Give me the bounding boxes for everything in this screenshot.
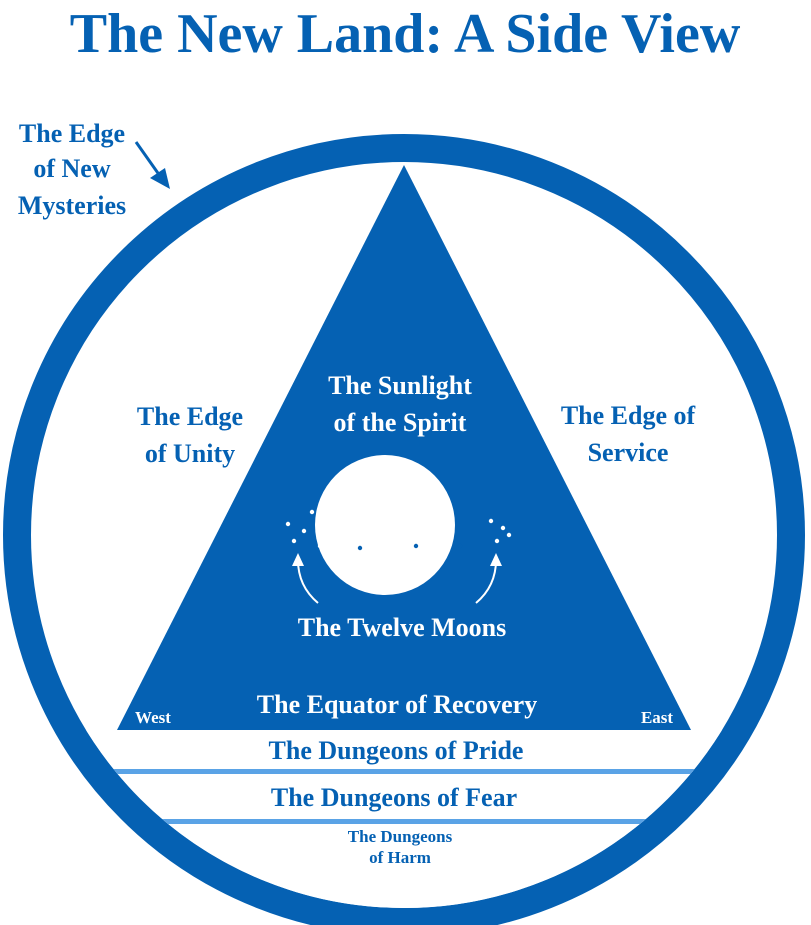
right-arrowhead-icon (490, 553, 502, 566)
moon-dot (317, 543, 323, 549)
triangle-land (117, 165, 691, 730)
moon-dot (457, 543, 463, 549)
moon-dot (301, 528, 307, 534)
mysteries-pointer-line (134, 141, 162, 177)
label-edge-unity-2: of Unity (145, 439, 235, 468)
dungeon-divider-2 (31, 819, 777, 824)
moon-dot (309, 509, 315, 515)
page-title: The New Land: A Side View (70, 3, 741, 65)
label-sunlight-1: The Sunlight (328, 371, 472, 400)
label-edge-service-2: Service (588, 438, 669, 467)
moon-dot (357, 545, 363, 551)
moon-dot (506, 532, 512, 538)
moons-on-sun (357, 543, 463, 551)
moon-dot (291, 538, 297, 544)
moon-dot (413, 543, 419, 549)
label-equator: The Equator of Recovery (257, 690, 537, 719)
moon-dot (494, 538, 500, 544)
mysteries-arrowhead-icon (150, 168, 170, 189)
label-sunlight-2: of the Spirit (334, 408, 467, 437)
label-dungeon-harm-2: of Harm (369, 848, 431, 867)
label-edge-mysteries-1: The Edge (19, 119, 125, 148)
label-dungeon-pride: The Dungeons of Pride (269, 736, 524, 765)
label-twelve-moons: The Twelve Moons (298, 613, 506, 642)
moon-dot (285, 521, 291, 527)
dungeon-divider-1 (31, 769, 777, 774)
label-east: East (641, 708, 673, 727)
label-edge-mysteries-2: of New (33, 154, 110, 183)
twelve-moons (285, 509, 512, 549)
left-arrowhead-icon (292, 553, 304, 566)
label-west: West (135, 708, 171, 727)
label-dungeon-harm-1: The Dungeons (348, 827, 453, 846)
label-edge-service-1: The Edge of (561, 401, 696, 430)
moon-dot (488, 518, 494, 524)
label-edge-unity-1: The Edge (137, 402, 243, 431)
label-edge-mysteries-3: Mysteries (18, 191, 126, 220)
sun-circle (315, 455, 455, 595)
label-dungeon-fear: The Dungeons of Fear (271, 783, 517, 812)
moon-dot (500, 525, 506, 531)
outer-ring (3, 134, 805, 925)
